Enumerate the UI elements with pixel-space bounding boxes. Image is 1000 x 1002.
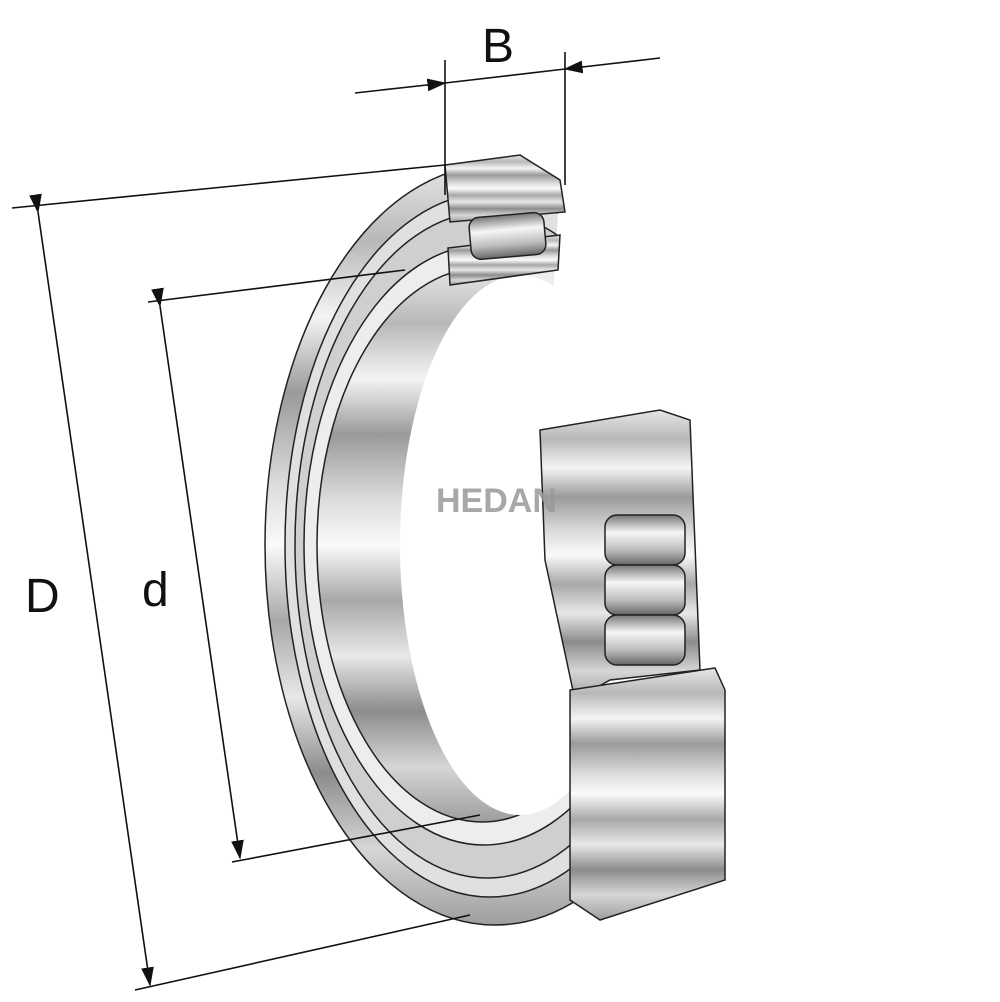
b-arrow-right bbox=[563, 57, 661, 74]
roller-2 bbox=[604, 564, 686, 616]
roller-3 bbox=[604, 614, 686, 666]
watermark: HEDAN bbox=[436, 482, 557, 520]
b-arrow-left bbox=[354, 78, 447, 94]
b-dimension-line bbox=[444, 68, 566, 84]
d-outer-extension-bottom bbox=[134, 914, 471, 991]
label-width-b: B bbox=[482, 20, 514, 73]
roller-1 bbox=[604, 514, 686, 566]
d-bore-dimension-line bbox=[151, 287, 244, 860]
d-outer-dimension-line bbox=[29, 193, 154, 987]
d-outer-extension-top bbox=[11, 164, 446, 209]
dimension-lines bbox=[11, 52, 661, 991]
bearing bbox=[264, 150, 760, 926]
label-bore-diameter-d: d bbox=[142, 564, 169, 617]
label-outer-diameter-d: D bbox=[25, 570, 60, 623]
d-bore-extension-bottom bbox=[231, 814, 481, 863]
top-section-outer bbox=[444, 154, 566, 223]
top-roller bbox=[468, 211, 547, 261]
right-section-outer bbox=[569, 667, 726, 921]
